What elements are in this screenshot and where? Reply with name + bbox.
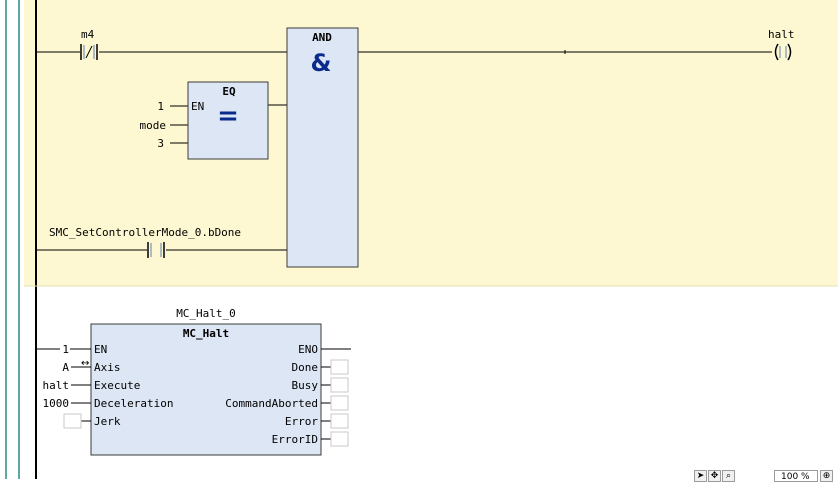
coil-halt-label: halt <box>768 28 795 41</box>
output-busy-value[interactable] <box>330 377 349 393</box>
output-error-id-value[interactable] <box>330 431 349 447</box>
and-block[interactable]: AND & <box>286 27 359 268</box>
fb-instance-name[interactable]: MC_Halt_0 <box>176 307 236 320</box>
zoom-settings-icon: ⊕ <box>822 471 831 481</box>
mc-halt-block[interactable] <box>90 323 322 456</box>
magnifier-icon: ⌕ <box>725 471 732 481</box>
hand-icon: ✥ <box>710 471 719 481</box>
pin-command-aborted: CommandAborted <box>225 397 318 410</box>
pin-busy: Busy <box>292 379 319 392</box>
pan-tool-button[interactable]: ✥ <box>708 470 721 482</box>
eq-block-title: EQ <box>222 85 236 98</box>
zoom-settings-button[interactable]: ⊕ <box>820 470 833 482</box>
output-done-value[interactable] <box>330 359 349 375</box>
pin-en: EN <box>94 343 107 356</box>
zoom-tool-button[interactable]: ⌕ <box>722 470 735 482</box>
coil-halt[interactable]: halt <box>768 28 795 61</box>
output-error-value[interactable] <box>330 413 349 429</box>
pin-execute: Execute <box>94 379 140 392</box>
equals-symbol: = <box>217 101 239 131</box>
eq-input-2-value[interactable]: 3 <box>157 137 164 150</box>
contact-bdone-label: SMC_SetControllerMode_0.bDone <box>49 226 241 239</box>
pointer-icon: ➤ <box>696 471 705 481</box>
pointer-tool-button[interactable]: ➤ <box>694 470 707 482</box>
pin-done: Done <box>292 361 319 374</box>
and-block-title: AND <box>312 31 332 44</box>
input-execute-value[interactable]: halt <box>43 379 70 392</box>
eq-en-pin: EN <box>191 100 204 113</box>
network-1-selection[interactable] <box>24 0 838 286</box>
pin-error: Error <box>285 415 318 428</box>
pin-eno: ENO <box>298 343 318 356</box>
eq-input-1-value[interactable]: mode <box>140 119 167 132</box>
pin-deceleration: Deceleration <box>94 397 173 410</box>
input-deceleration-value[interactable]: 1000 <box>43 397 70 410</box>
pin-axis: Axis <box>94 361 121 374</box>
input-axis-value[interactable]: A <box>62 361 69 374</box>
eq-input-en-value[interactable]: 1 <box>157 100 164 113</box>
network-1 <box>36 50 772 251</box>
eq-block[interactable]: EQ = EN 1 mode 3 <box>140 81 269 160</box>
input-jerk-value[interactable] <box>63 413 82 429</box>
contact-bdone[interactable]: SMC_SetControllerMode_0.bDone <box>49 226 241 258</box>
contact-m4[interactable]: m4 <box>80 28 98 60</box>
fb-type-name: MC_Halt <box>183 327 229 340</box>
pin-jerk: Jerk <box>94 415 121 428</box>
zoom-level-field[interactable]: 100 % <box>774 470 818 482</box>
pin-error-id: ErrorID <box>272 433 318 446</box>
in-out-arrow-icon: ↔ <box>81 358 89 369</box>
input-en-value[interactable]: 1 <box>62 343 69 356</box>
and-symbol: & <box>311 49 332 77</box>
network-2[interactable]: MC_Halt_0 MC_Halt 1 A halt 1000 ↔ EN Axi… <box>36 307 351 456</box>
contact-m4-label: m4 <box>81 28 95 41</box>
output-command-aborted-value[interactable] <box>330 395 349 411</box>
